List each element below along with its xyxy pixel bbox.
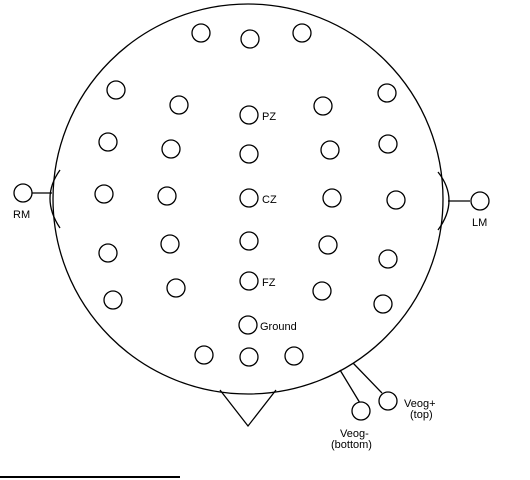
electrode-pz: [239, 105, 259, 125]
electrode: [103, 290, 123, 310]
electrode-lm: [470, 191, 490, 211]
electrode: [239, 231, 259, 251]
label-ground: Ground: [260, 321, 297, 333]
electrode: [377, 83, 397, 103]
electrode: [373, 294, 393, 314]
electrode: [378, 134, 398, 154]
label-cz: CZ: [262, 194, 277, 206]
label-veog-minus-sub: (bottom): [331, 439, 372, 451]
electrode: [320, 140, 340, 160]
electrode-veog-bottom: [351, 401, 371, 421]
electrode: [318, 235, 338, 255]
electrode: [284, 346, 304, 366]
label-fz: FZ: [262, 277, 276, 289]
electrode: [166, 278, 186, 298]
head-outline: [52, 3, 444, 395]
veog-top-lead: [352, 362, 383, 394]
electrode: [160, 234, 180, 254]
electrode-cz: [239, 188, 259, 208]
electrode-ground: [238, 315, 258, 335]
electrode: [169, 95, 189, 115]
electrode: [239, 144, 259, 164]
label-rm: RM: [13, 209, 30, 221]
electrode: [378, 249, 398, 269]
electrode: [106, 80, 126, 100]
electrode-veog-top: [378, 391, 398, 411]
electrode: [322, 188, 342, 208]
electrode: [386, 190, 406, 210]
electrode: [313, 96, 333, 116]
right-ear: [49, 169, 61, 229]
label-veog-plus: Veog+: [404, 398, 436, 410]
electrode: [98, 132, 118, 152]
electrode: [191, 23, 211, 43]
veog-bottom-lead: [339, 369, 361, 404]
electrode: [292, 23, 312, 43]
label-veog-plus-sub: (top): [410, 409, 433, 421]
electrode: [98, 243, 118, 263]
nose: [219, 389, 277, 428]
electrode-fz: [239, 271, 259, 291]
electrode: [240, 29, 260, 49]
electrode: [239, 347, 259, 367]
electrode-array: [94, 23, 406, 367]
electrode: [312, 281, 332, 301]
label-lm: LM: [472, 217, 487, 229]
electrode: [94, 184, 114, 204]
electrode: [157, 186, 177, 206]
electrode-rm: [13, 183, 33, 203]
label-pz: PZ: [262, 111, 276, 123]
label-veog-minus: Veog-: [340, 428, 369, 440]
electrode: [194, 345, 214, 365]
electrode: [161, 139, 181, 159]
